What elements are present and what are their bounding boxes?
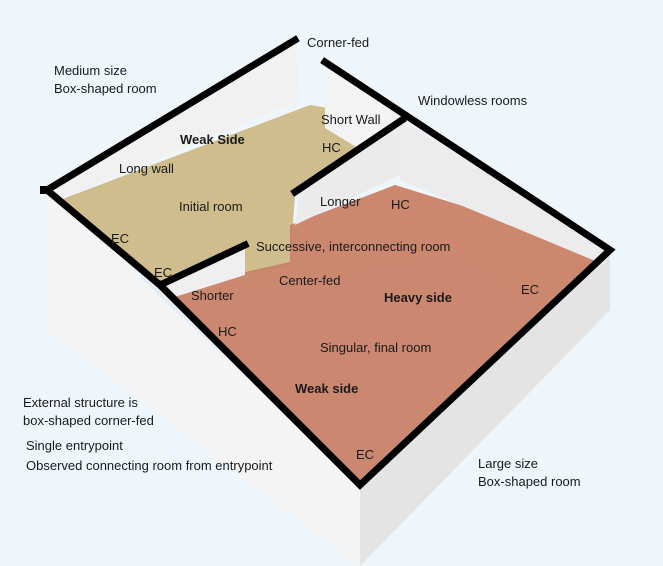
label-longer: Longer	[320, 194, 361, 209]
label-external-line1: External structure is	[23, 395, 138, 410]
label-ec-4: EC	[356, 447, 375, 462]
inner-wall-right-face	[400, 120, 610, 265]
label-heavy-side: Heavy side	[384, 290, 452, 305]
label-successive-room: Successive, interconnecting room	[256, 239, 451, 254]
label-box-shaped-room-1: Box-shaped room	[54, 81, 157, 96]
label-entry-line1: Single entrypoint	[26, 438, 123, 453]
label-hc-1: HC	[322, 140, 341, 155]
initial-room-floor	[60, 105, 400, 290]
inner-wall-back-face	[55, 40, 300, 200]
label-long-wall: Long wall	[119, 161, 174, 176]
label-entry-line2: Observed connecting room from entrypoint	[26, 458, 273, 473]
outer-wall-front-right-face	[360, 250, 610, 566]
outer-wall-front-left-face	[47, 190, 360, 566]
label-hc-3: HC	[218, 324, 237, 339]
label-center-fed: Center-fed	[279, 273, 341, 288]
label-ec-1: EC	[111, 231, 130, 246]
final-room-floor	[165, 185, 605, 480]
pillar-top	[40, 186, 50, 194]
label-weak-side-top: Weak Side	[180, 132, 245, 147]
partition-face-1	[295, 120, 402, 225]
label-windowless-rooms: Windowless rooms	[418, 93, 528, 108]
wall-tops	[41, 35, 616, 490]
label-weak-side-bottom: Weak side	[295, 381, 359, 396]
label-ec-3: EC	[521, 282, 540, 297]
label-hc-2: HC	[391, 197, 410, 212]
label-ec-2: EC	[154, 265, 173, 280]
label-large-size: Large size	[478, 456, 538, 471]
label-singular-final-room: Singular, final room	[320, 340, 432, 355]
label-shorter: Shorter	[191, 288, 234, 303]
label-initial-room: Initial room	[179, 199, 243, 214]
label-medium-size: Medium size	[54, 63, 127, 78]
label-short-wall: Short Wall	[321, 112, 381, 127]
label-corner-fed: Corner-fed	[307, 35, 370, 50]
label-box-shaped-room-2: Box-shaped room	[478, 474, 581, 489]
label-external-line2: box-shaped corner-fed	[23, 413, 154, 428]
